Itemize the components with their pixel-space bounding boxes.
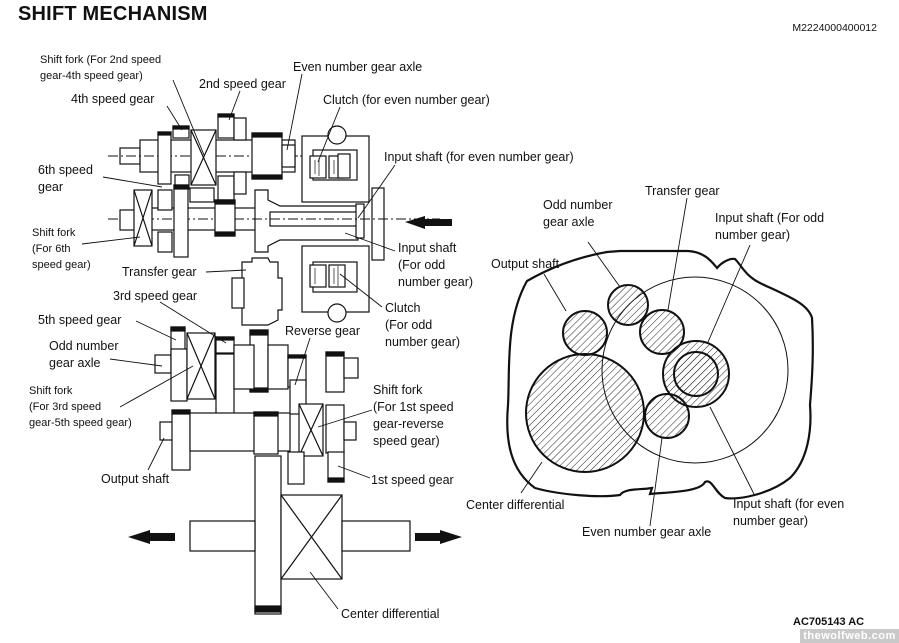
document-id: M2224000400012 bbox=[792, 22, 877, 34]
end-label-even-number-gear-axle: Even number gear axle bbox=[582, 525, 712, 539]
label-4th-speed-gear: 4th speed gear bbox=[71, 92, 155, 106]
end-label-output-shaft: Output shaft bbox=[491, 257, 560, 271]
label-output-shaft: Output shaft bbox=[101, 472, 170, 486]
odd-axle-circle bbox=[607, 284, 649, 326]
label-input-shaft-odd: Input shaft (For odd number gear) bbox=[398, 241, 474, 289]
label-1st-speed-gear: 1st speed gear bbox=[371, 473, 454, 487]
label-even-number-gear-axle: Even number gear axle bbox=[293, 60, 423, 74]
transfer-gear-circle bbox=[639, 309, 685, 355]
input-shaft-odd-circle bbox=[673, 351, 719, 397]
label-6th-speed-gear: 6th speed gear bbox=[38, 163, 93, 194]
odd-upper-gears bbox=[119, 184, 236, 258]
label-clutch-odd: Clutch (For odd number gear) bbox=[385, 301, 461, 349]
output-shaft-circle bbox=[562, 310, 608, 356]
label-odd-number-gear-axle: Odd number gear axle bbox=[49, 339, 119, 370]
clutch-even bbox=[301, 125, 370, 203]
end-label-transfer-gear: Transfer gear bbox=[645, 184, 720, 198]
label-3rd-speed-gear: 3rd speed gear bbox=[113, 289, 198, 303]
page-title: SHIFT MECHANISM bbox=[18, 3, 208, 25]
label-2nd-speed-gear: 2nd speed gear bbox=[199, 77, 286, 91]
center-differential bbox=[189, 455, 411, 615]
clutch-odd bbox=[301, 245, 370, 323]
transmission-case-outline bbox=[506, 249, 814, 500]
odd-axle-gears bbox=[154, 326, 359, 445]
input-shafts bbox=[108, 187, 440, 261]
label-reverse-gear: Reverse gear bbox=[285, 324, 361, 338]
watermark: thewolfweb.com bbox=[800, 629, 899, 643]
end-label-input-shaft-even: Input shaft (for even number gear) bbox=[733, 497, 845, 528]
label-center-differential: Center differential bbox=[341, 607, 440, 621]
label-shift-fork-2nd-4th: Shift fork (For 2nd speed gear-4th speed… bbox=[40, 54, 162, 82]
even-axle-circle bbox=[644, 393, 690, 439]
label-clutch-even: Clutch (for even number gear) bbox=[323, 93, 490, 107]
even-axle-drive-gear bbox=[251, 132, 296, 180]
label-shift-fork-1st-reverse: Shift fork (For 1st speed gear-reverse s… bbox=[373, 383, 454, 448]
end-label-odd-number-gear-axle: Odd number gear axle bbox=[543, 198, 613, 229]
side-view bbox=[81, 73, 462, 615]
end-label-center-differential: Center differential bbox=[466, 498, 565, 512]
output-shaft bbox=[159, 379, 357, 485]
end-leader-lines bbox=[520, 197, 756, 527]
label-input-shaft-even: Input shaft (for even number gear) bbox=[384, 150, 574, 164]
label-5th-speed-gear: 5th speed gear bbox=[38, 313, 122, 327]
end-view bbox=[506, 197, 814, 527]
side-leader-lines bbox=[81, 73, 396, 610]
output-right-arrow bbox=[415, 530, 462, 544]
label-shift-fork-3rd-5th: Shift fork (For 3rd speed gear-5th speed… bbox=[29, 385, 132, 429]
label-transfer-gear: Transfer gear bbox=[122, 265, 197, 279]
input-direction-arrow bbox=[405, 216, 452, 229]
figure-id: AC705143 AC bbox=[793, 616, 865, 628]
gear-2nd bbox=[217, 113, 247, 201]
output-left-arrow bbox=[128, 530, 175, 544]
shift-fork-2nd-4th bbox=[190, 129, 217, 186]
label-shift-fork-6th: Shift fork (For 6th speed gear) bbox=[32, 227, 91, 271]
end-label-input-shaft-odd: Input shaft (For odd number gear) bbox=[715, 211, 825, 242]
center-differential-circle bbox=[525, 353, 645, 473]
